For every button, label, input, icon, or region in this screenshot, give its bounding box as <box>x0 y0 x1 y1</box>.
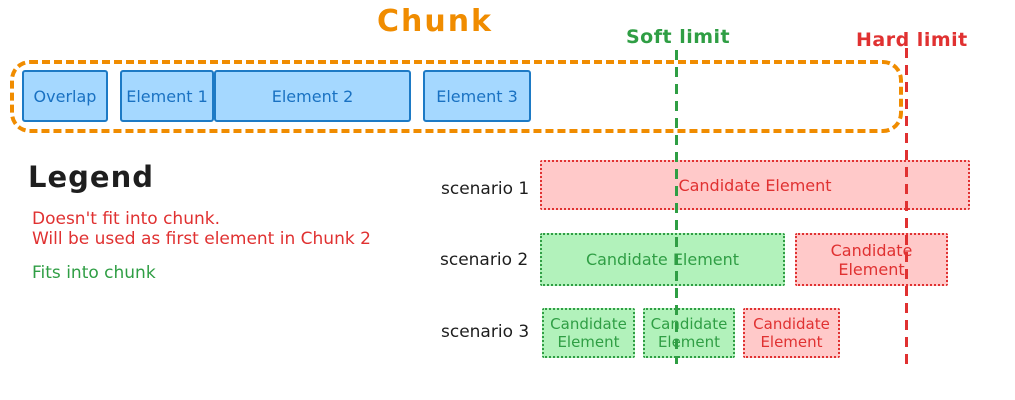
chunk-element-2: Element 2 <box>214 70 411 122</box>
scenario-3-candidate-box-2: Candidate Element <box>643 308 735 358</box>
soft-limit-line <box>675 50 678 364</box>
soft-limit-label: Soft limit <box>626 26 731 48</box>
legend-fits-text: Fits into chunk <box>32 263 156 283</box>
candidate-element-label: Candidate Element <box>550 315 627 351</box>
chunk-element-3: Element 3 <box>423 70 531 122</box>
legend-doesnt-fit-text: Doesn't fit into chunk. Will be used as … <box>32 209 371 249</box>
chunk-element-overlap: Overlap <box>22 70 108 122</box>
hard-limit-label: Hard limit <box>856 29 968 51</box>
chunk-boundary-box <box>10 60 903 133</box>
scenario-3-candidate-box-1: Candidate Element <box>542 308 635 358</box>
chunk-element-1: Element 1 <box>120 70 214 122</box>
scenario-2-candidate-box-overflow: Candidate Element <box>795 233 948 286</box>
scenario-3-candidate-box-3: Candidate Element <box>743 308 840 358</box>
scenario-1-label: scenario 1 <box>441 179 530 199</box>
scenario-1-candidate-box: Candidate Element <box>540 160 970 210</box>
chunk-title: Chunk <box>376 4 494 39</box>
candidate-element-label: Candidate Element <box>650 315 728 351</box>
candidate-element-label: Candidate Element <box>830 240 913 279</box>
legend-doesnt-fit-line1: Doesn't fit into chunk. <box>32 209 220 229</box>
candidate-element-label: Candidate Element <box>585 250 740 269</box>
legend-doesnt-fit-line2: Will be used as first element in Chunk 2 <box>32 229 371 249</box>
scenario-3-label: scenario 3 <box>441 322 530 342</box>
candidate-element-label: Candidate Element <box>753 315 830 351</box>
hard-limit-line <box>905 48 908 370</box>
candidate-element-label: Candidate Element <box>678 175 832 195</box>
scenario-2-label: scenario 2 <box>440 250 529 270</box>
legend-title: Legend <box>28 160 154 194</box>
scenario-2-candidate-box-fits: Candidate Element <box>540 233 785 286</box>
